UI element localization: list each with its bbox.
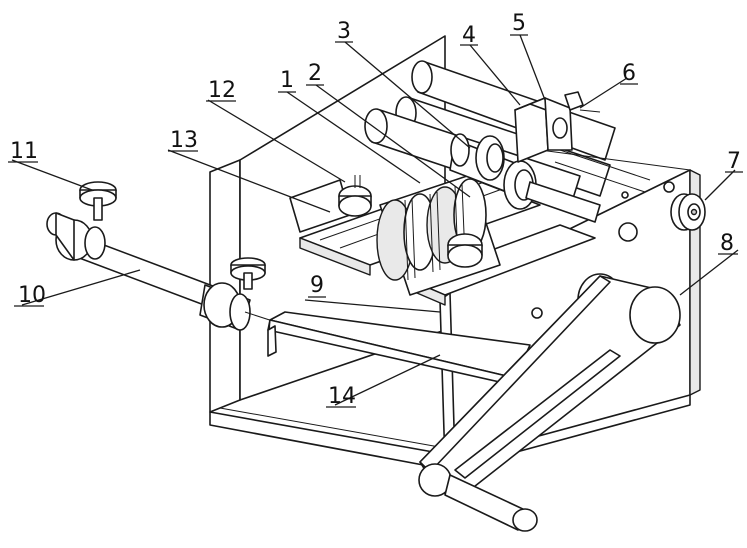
callout-11: 11 [10, 139, 38, 164]
callout-underlines [8, 34, 743, 408]
callout-1: 1 [280, 68, 294, 93]
side-knob-7 [670, 193, 706, 231]
callout-10: 10 [18, 283, 46, 308]
callout-13: 13 [170, 128, 198, 153]
callout-2: 2 [308, 61, 322, 86]
callout-5: 5 [512, 11, 526, 36]
callout-4: 4 [462, 23, 476, 48]
knob-11 [79, 181, 117, 221]
callout-14: 14 [328, 384, 356, 409]
callout-12: 12 [208, 78, 236, 103]
callout-8: 8 [720, 231, 734, 256]
leader-lines [11, 34, 739, 406]
knob-12 [338, 175, 372, 217]
shaft-10 [46, 212, 286, 331]
bearing-block [514, 91, 601, 163]
callout-6: 6 [622, 61, 636, 86]
callout-7: 7 [727, 149, 741, 174]
gear-pulleys [449, 133, 601, 223]
callout-9: 9 [310, 273, 324, 298]
crank-handle-8 [418, 273, 681, 532]
callout-labels: 1 2 3 4 5 6 7 8 9 10 11 12 13 14 [10, 11, 741, 409]
knob-shaft-right [230, 257, 266, 290]
callout-3: 3 [337, 19, 351, 44]
knob-center [447, 233, 483, 268]
